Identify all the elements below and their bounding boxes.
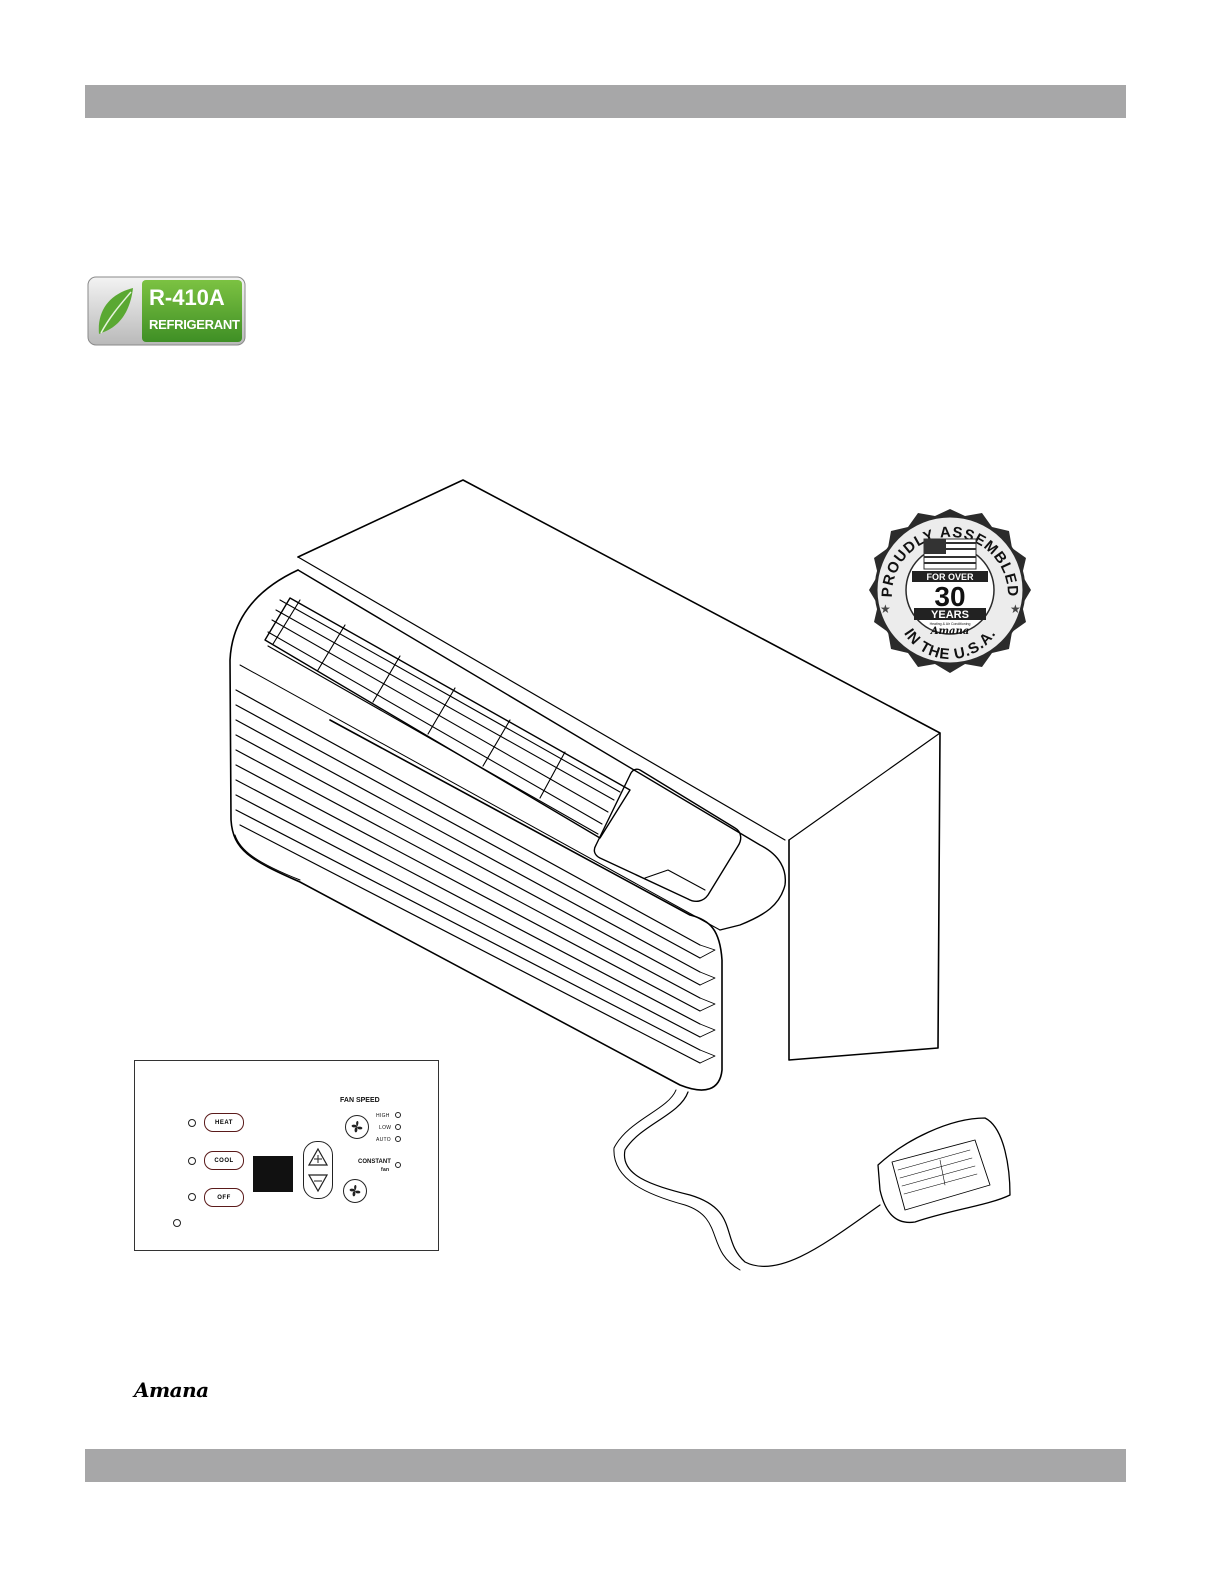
seal-brand: Amana [930,626,970,637]
heat-button[interactable]: HEAT [204,1113,244,1132]
off-button[interactable]: OFF [204,1188,244,1207]
refrigerant-badge: R-410A REFRIGERANT [87,276,246,346]
constant-fan-icon[interactable] [343,1179,367,1203]
footer-bar [85,1449,1126,1482]
star-icon-left: ★ [880,602,891,616]
fan-speed-title: FAN SPEED [340,1097,380,1104]
temperature-display [253,1156,293,1192]
badge-line2: REFRIGERANT [149,317,240,332]
cool-button[interactable]: COOL [204,1151,244,1170]
heat-indicator [188,1119,196,1127]
fan-speed-icon[interactable] [345,1115,369,1139]
amana-logo: Amana [134,1378,209,1402]
us-flag-icon [924,539,976,569]
seal-years: YEARS [931,609,969,621]
constant-fan-sub: fan [381,1167,389,1173]
seal-number: 30 [934,581,965,612]
temperature-stepper [303,1141,333,1199]
fan-low-indicator [395,1124,401,1130]
constant-fan-label: CONSTANT [358,1159,391,1165]
temp-down-icon[interactable] [308,1173,328,1193]
badge-line1: R-410A [149,285,225,311]
status-indicator [173,1219,181,1227]
fan-speed-auto: AUTO [376,1137,391,1143]
fan-speed-high: HIGH [376,1113,390,1119]
fan-auto-indicator [395,1136,401,1142]
off-indicator [188,1193,196,1201]
temp-up-icon[interactable] [308,1147,328,1167]
constant-fan-indicator [395,1162,401,1168]
fan-high-indicator [395,1112,401,1118]
fan-speed-low: LOW [379,1125,391,1131]
proudly-assembled-seal: PROUDLY ASSEMBLED IN THE U.S.A. FOR OVER… [852,505,1048,675]
cool-indicator [188,1157,196,1165]
header-bar [85,85,1126,118]
control-panel-inset: HEAT COOL OFF FAN SPEED HIGH LOW AUTO CO… [134,1060,439,1251]
star-icon-right: ★ [1010,602,1021,616]
